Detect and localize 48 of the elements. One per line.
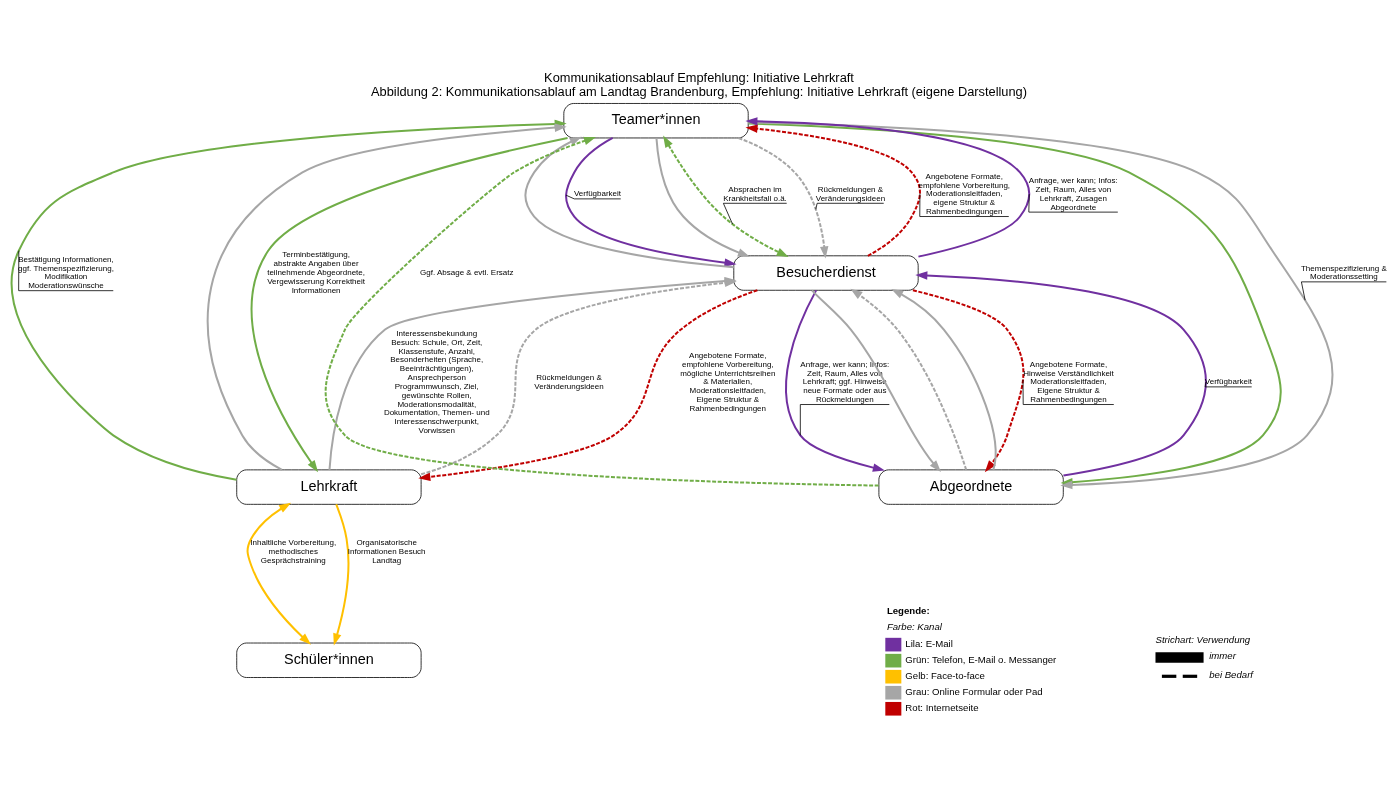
edge-label: Ggf. Absage & evtl. Ersatz	[420, 267, 514, 277]
edge-label: Themenspezifizierung & Moderationssetting	[1300, 263, 1387, 281]
arrow	[911, 288, 1115, 472]
node-box: Schüler*innen	[236, 642, 422, 678]
arrow	[850, 288, 968, 471]
arrow	[565, 136, 737, 267]
node-box: Abgeordnete	[878, 468, 1064, 505]
arrow	[324, 136, 880, 487]
arrow	[333, 503, 350, 646]
legend-label: Grün: Telefon, E-Mail o. Messanger	[905, 653, 1057, 665]
legend-label: Gelb: Face-to-face	[905, 669, 985, 681]
edge-label: Interessensbekundung Besuch: Schule, Ort, Zeit, Klassenstufe, Anzahl, Besonderheiten (Sprache, Beeinträchtigungen), Ansprechperson Programmwunsch, Ziel, gewünschte Rollen, Moderationsmodalität, Dokumentation, Themen- und Interessenschwerpunkt, Vorwissen	[383, 328, 490, 435]
edge-label: Rückmeldungen & Veränderungsideen	[815, 184, 886, 203]
arrow	[524, 136, 735, 268]
arrow	[207, 122, 567, 471]
edge-label: Angebotene Formate, empfohlene Vorbereitung, mögliche Unterrichtsreihen & Materialien, Moderationsleitfaden, Eigene Struktur & Rahmenbedingungen	[680, 350, 776, 413]
node-box: Teamer*innen	[563, 102, 749, 138]
legend-label: Grau: Online Formular oder Pad	[905, 685, 1043, 697]
edge-label: Rückmeldungen & Veränderungsideen	[534, 372, 604, 391]
arrow	[737, 136, 885, 258]
legend-label: Rot: Internetseite	[905, 701, 979, 713]
edge-label: Verfügbarkeit	[573, 188, 622, 198]
edge-label: Angebotene Formate, Hinweise Verständlichkeit Moderationsleitfaden, Eigene Struktur & Rahmenbedingungen	[1023, 359, 1114, 404]
legend-label: bei Bedarf	[1209, 668, 1254, 680]
arrow	[663, 134, 789, 257]
legend-label: Lila: E-Mail	[905, 637, 953, 649]
edge-label: Angebotene Formate, empfohlene Vorbereitung, Moderationsleitfaden, eigene Struktur & Rahmenbedingungen	[918, 171, 1011, 216]
arrow	[891, 288, 997, 471]
arrow	[655, 136, 750, 257]
node-box: Besucherdienst	[733, 254, 919, 291]
caption: Abbildung 2: Kommunikationsablauf am Landtag Brandenburg, Empfehlung: Initiative Lehrkraft (eigene Darstellung)	[371, 83, 1027, 99]
label: Farbe: Kanal	[886, 620, 942, 632]
arrow	[811, 288, 941, 472]
arrow	[745, 124, 1010, 257]
legend-label: immer	[1209, 649, 1236, 661]
arrow	[250, 136, 569, 472]
arrow	[785, 288, 890, 472]
edge-label: Absprachen im Krankheitsfall o.ä.	[723, 184, 787, 203]
arrow	[246, 502, 311, 645]
arrow	[745, 116, 1119, 258]
label: Strichart: Verwendung	[1155, 633, 1251, 645]
arrow	[915, 270, 1253, 477]
diagram-title: Kommunikationsablauf Empfehlung: Initiative Lehrkraft	[544, 69, 854, 85]
edge-label: Anfrage, wer kann; Infos: Zeit, Raum, Alles von Lehrkraft, Zusagen Abgeordnete	[1028, 175, 1118, 212]
edge-label: Inhaltliche Vorbereitung, methodisches Gesprächstraining	[250, 537, 337, 565]
node-box: Lehrkraft	[236, 468, 422, 505]
label: Legende:	[886, 604, 930, 616]
edge-label: Terminbestätigung, abstrakte Angaben über teilnehmende Abgeordnete, Vergewisserung Korrektheit Informationen	[267, 249, 366, 295]
